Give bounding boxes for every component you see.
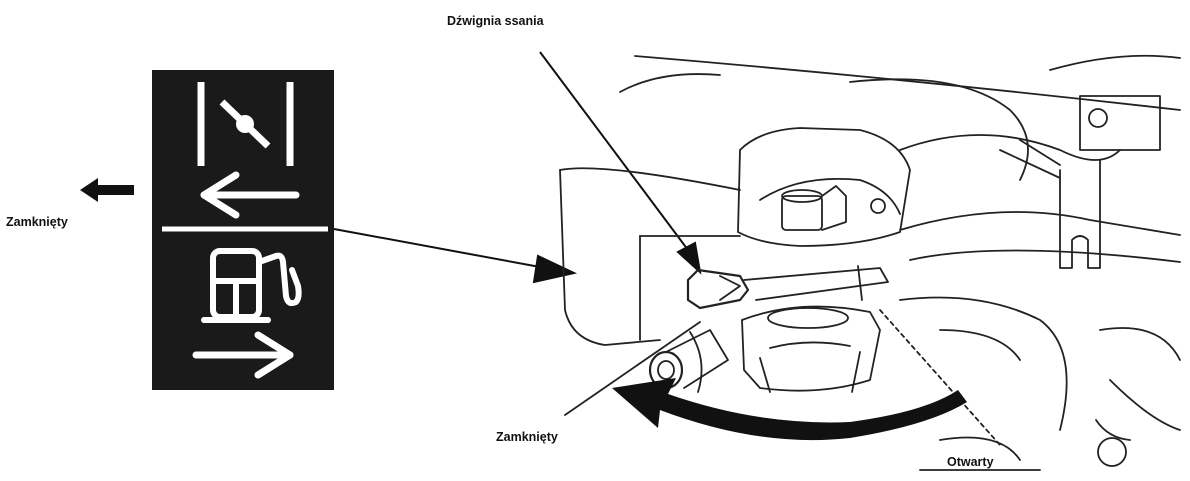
choke-symbol-panel (152, 70, 334, 390)
closed-direction-arrow (80, 178, 134, 202)
label-closed-bottom: Zamknięty (496, 430, 558, 444)
label-closed-left: Zamknięty (6, 215, 68, 229)
leader-lines (333, 51, 702, 284)
fuel-pump-icon (201, 248, 302, 323)
label-open: Otwarty (947, 455, 994, 469)
choke-valve-icon (197, 82, 294, 166)
leader-arrowhead-panel (532, 254, 578, 284)
rotation-arrow (612, 378, 967, 441)
engine-illustration (559, 54, 1181, 471)
label-choke-lever: Dźwignia ssania (447, 14, 545, 28)
leader-arrowhead-lever (676, 241, 702, 275)
arrow-left-icon (200, 171, 300, 219)
arrow-right-icon (192, 331, 294, 379)
